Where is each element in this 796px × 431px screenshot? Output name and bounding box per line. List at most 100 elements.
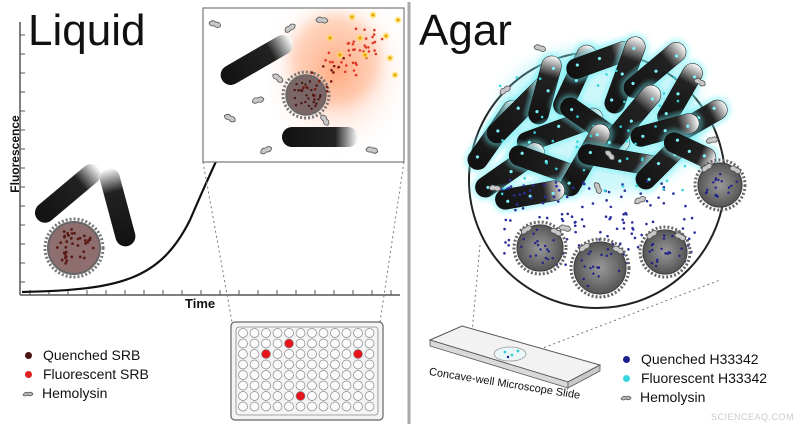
h33342-dot [683, 218, 686, 221]
h33342-dot [660, 247, 663, 251]
h33342-dot [654, 125, 657, 128]
h33342-dot [622, 227, 626, 230]
legend-right: Quenched H33342 Fluorescent H33342 Hemol… [620, 350, 767, 407]
well [318, 370, 329, 380]
srb-dot [363, 53, 367, 57]
h33342-dot [606, 248, 610, 251]
vesicle-lysing [569, 237, 631, 299]
hemolysin-icon [604, 150, 615, 161]
well [307, 391, 317, 401]
h33342-dot [607, 190, 611, 194]
srb-dot [294, 103, 298, 107]
srb-dot [297, 89, 300, 92]
h33342-dot [654, 69, 658, 73]
h33342-dot [507, 238, 511, 242]
h33342-dot [523, 176, 526, 180]
h33342-dot [592, 272, 595, 275]
well [238, 401, 248, 412]
h33342-dot [706, 188, 709, 191]
h33342-dot [591, 202, 595, 205]
zoom-line [202, 161, 233, 323]
h33342-dot [663, 129, 667, 133]
srb-dot [71, 242, 74, 246]
h33342-dot [645, 222, 648, 226]
srb-dot [352, 40, 356, 43]
h33342-dot [512, 194, 516, 197]
srb-dot [302, 86, 305, 89]
h33342-dot [622, 221, 626, 225]
well [284, 328, 294, 338]
h33342-dot [630, 221, 634, 224]
hemolysin-icon [22, 391, 34, 396]
hemolysin-icon [549, 227, 562, 237]
srb-dot [363, 44, 367, 47]
srb-dot [83, 239, 87, 242]
srb-dot [332, 64, 336, 68]
hemolysin-icon [520, 225, 532, 235]
srb-dot [315, 84, 318, 87]
well [272, 349, 283, 359]
well [307, 359, 317, 370]
vesicle-lysing [512, 220, 568, 276]
h33342-dot [523, 191, 526, 195]
well [353, 380, 363, 391]
h33342-dot [617, 269, 621, 273]
well [341, 359, 352, 370]
h33342-dot [571, 186, 575, 190]
h33342-dot [587, 252, 590, 256]
h33342-dot [529, 255, 532, 258]
srb-dot [363, 28, 366, 31]
well [261, 380, 271, 391]
h33342-dot [606, 234, 609, 238]
h33342-dot [503, 227, 506, 231]
h33342-dot [577, 244, 581, 247]
h33342-dot [498, 84, 502, 88]
srb-dot [331, 60, 335, 64]
srb-dot [69, 236, 73, 240]
h33342-dot [680, 247, 683, 250]
well [341, 328, 352, 338]
well-fluorescent [261, 349, 271, 359]
srb-dot [354, 73, 358, 77]
well [249, 380, 260, 391]
srb-dot [308, 80, 312, 83]
srb-dot [307, 97, 310, 100]
hemolysin-icon [612, 245, 624, 255]
srb-dot [59, 241, 63, 245]
h33342-dot [655, 260, 659, 263]
h33342-dot [591, 265, 595, 268]
hemolysin-icon [701, 163, 713, 173]
h33342-dot [650, 262, 654, 265]
legend-item: Hemolysin [22, 384, 149, 403]
microscope-slide [428, 325, 602, 389]
well [272, 380, 283, 391]
zoom-inset [202, 7, 405, 163]
well [295, 349, 306, 359]
h33342-dot [650, 97, 654, 101]
srb-dot [327, 51, 331, 55]
h33342-dot [583, 182, 586, 186]
h33342-dot [681, 227, 685, 230]
well [364, 328, 375, 338]
well [284, 349, 294, 359]
h33342-dot [536, 244, 540, 247]
h33342-dot [567, 181, 571, 185]
well [295, 359, 306, 370]
hemolysin-icon [593, 182, 602, 195]
h33342-dot [640, 158, 644, 162]
h33342-dot [648, 250, 651, 253]
h33342-dot [564, 263, 567, 266]
h33342-dot [645, 199, 649, 203]
h33342-dot [676, 92, 680, 96]
h33342-dot [551, 139, 555, 143]
well [330, 338, 340, 349]
srb-dot [317, 79, 321, 83]
srb-dot [332, 71, 335, 74]
well [261, 370, 271, 380]
h33342-dot [555, 184, 558, 188]
well [364, 380, 375, 391]
growth-plot-axes [19, 22, 400, 296]
srb-dot [314, 104, 317, 108]
well [295, 370, 306, 380]
h33342-dot [627, 129, 630, 132]
